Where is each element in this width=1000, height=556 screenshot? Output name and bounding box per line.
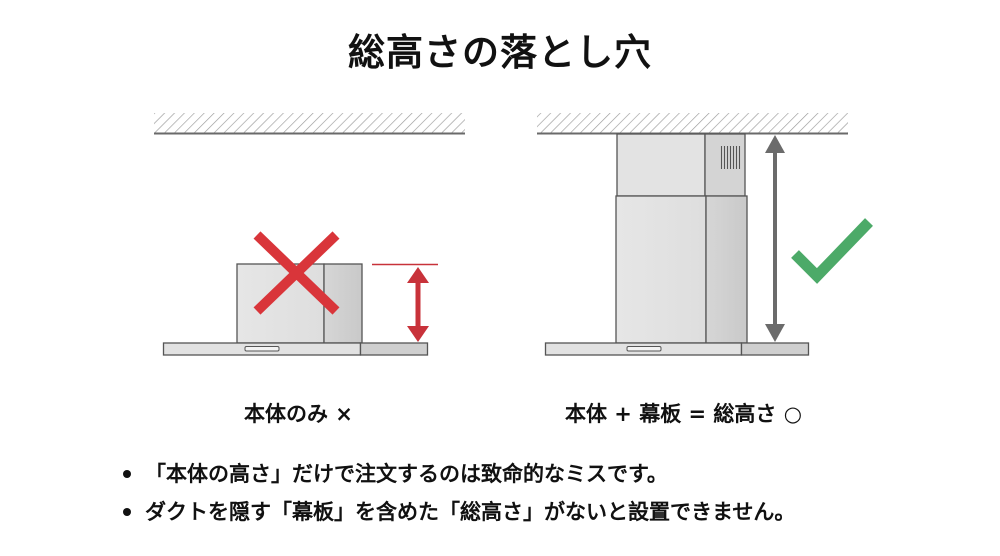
bullet-list: 「本体の高さ」だけで注文するのは致命的なミスです。 ダクトを隠す「幕板」を含めた… <box>118 455 795 531</box>
check-mark-icon <box>791 218 873 284</box>
vent-grille-icon <box>720 146 741 169</box>
bullet-dot-icon <box>123 470 131 478</box>
height-arrow-red-icon <box>372 263 438 342</box>
ceiling-right <box>537 113 848 135</box>
left-diagram <box>154 113 465 356</box>
height-arrow-gray-icon <box>765 135 785 342</box>
bullet-dot-icon <box>123 508 131 516</box>
caption-body-only: 本体のみ × <box>244 402 353 426</box>
page-title: 総高さの落とし穴 <box>348 31 652 74</box>
bullet-text: ダクトを隠す「幕板」を含めた「総高さ」がないと設置できません。 <box>145 500 796 524</box>
ceiling-left <box>154 113 465 135</box>
range-hood-body-only <box>162 263 429 356</box>
bullet-text: 「本体の高さ」だけで注文するのは致命的なミスです。 <box>145 462 668 486</box>
bullet-item: 「本体の高さ」だけで注文するのは致命的なミスです。 <box>118 455 795 493</box>
cross-mark-icon <box>253 231 340 315</box>
caption-total-height: 本体 + 幕板 = 総高さ ○ <box>565 402 803 426</box>
right-diagram <box>537 113 873 356</box>
range-hood-with-duct-cover <box>544 133 810 356</box>
bullet-item: ダクトを隠す「幕板」を含めた「総高さ」がないと設置できません。 <box>118 493 795 531</box>
